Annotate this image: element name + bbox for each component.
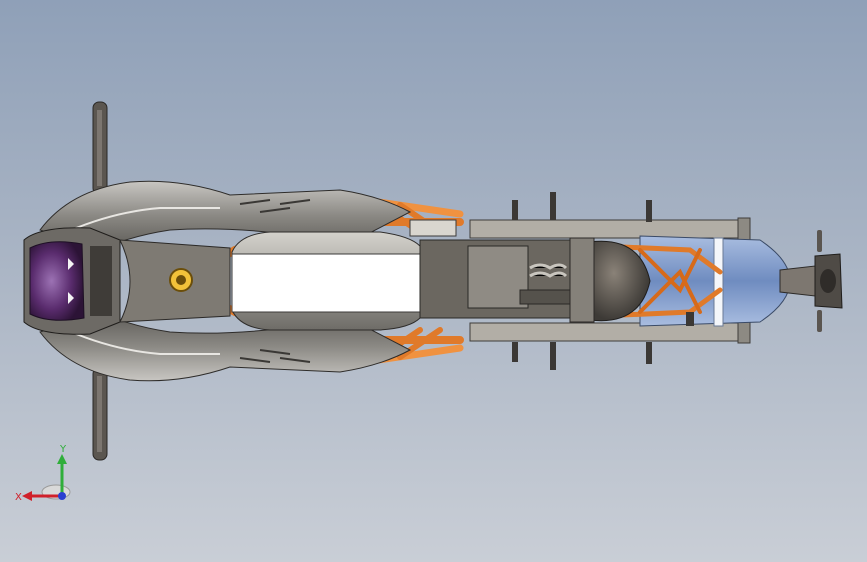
exhaust-muffler[interactable] — [569, 237, 651, 323]
axis-triad: Y X — [15, 444, 71, 503]
swingarm[interactable] — [469, 217, 751, 344]
steering-head[interactable] — [119, 239, 231, 323]
rear-brake-pegs[interactable] — [512, 192, 694, 370]
z-axis-dot — [58, 492, 66, 500]
x-axis-head — [22, 491, 32, 501]
headlight-nose[interactable] — [23, 227, 121, 335]
y-axis-head — [57, 454, 67, 464]
front-wheel[interactable] — [92, 101, 108, 461]
tail-cowl[interactable] — [639, 235, 791, 327]
engine-block[interactable] — [409, 219, 571, 319]
x-axis-label: X — [15, 492, 22, 503]
tail-light[interactable] — [779, 230, 843, 332]
y-axis-label: Y — [59, 444, 67, 455]
